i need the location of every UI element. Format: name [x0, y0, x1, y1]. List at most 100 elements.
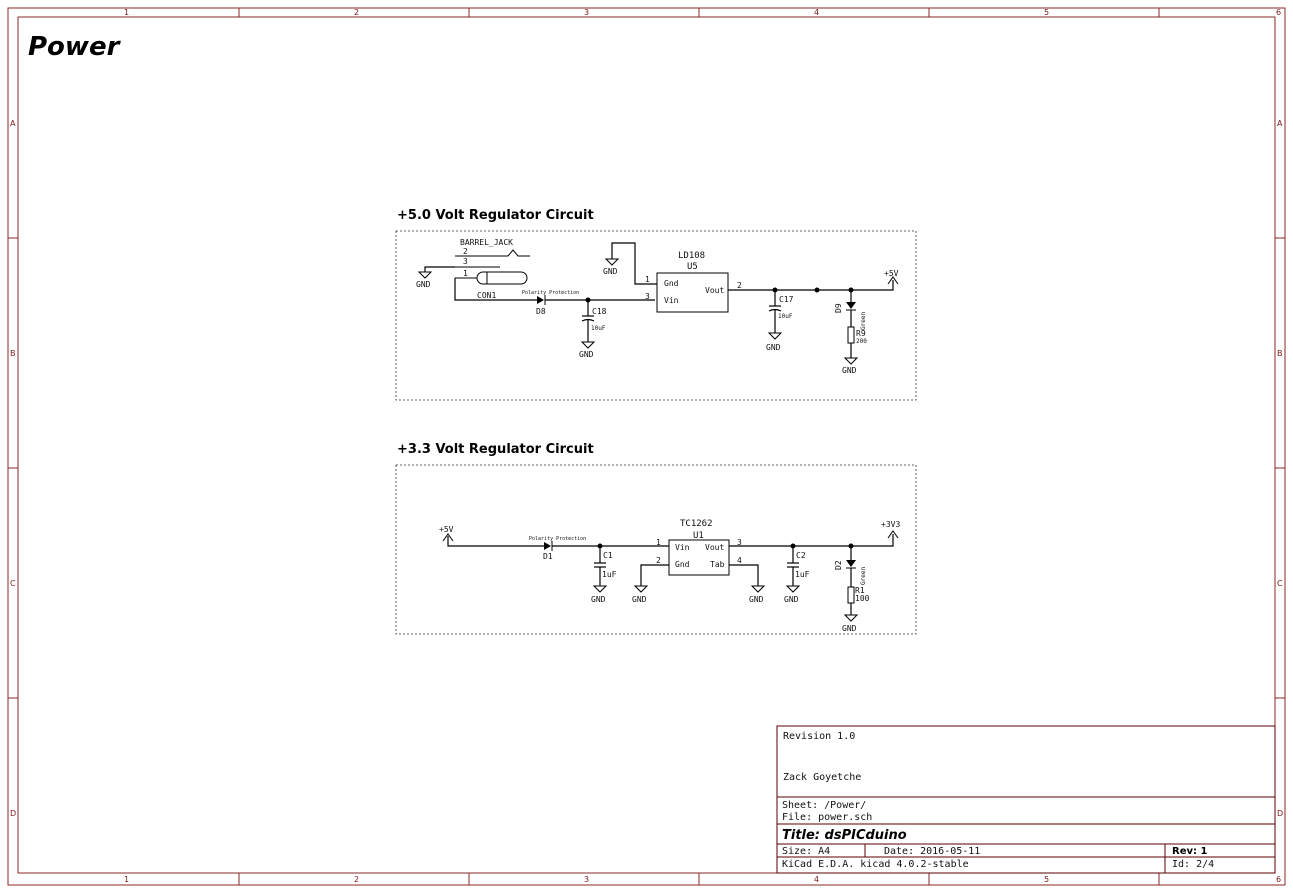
capacitor-c2: C2 1uF GND [784, 546, 810, 604]
gnd-label: GND [416, 280, 431, 289]
row-label-c: C [10, 579, 16, 588]
col-label-1: 1 [124, 8, 129, 17]
vout-wire-3v3 [729, 534, 894, 547]
u5-pin1: 1 [645, 275, 650, 284]
d2-value: Green [860, 567, 867, 585]
d2-ref: D2 [834, 560, 843, 570]
c2-value: 1uF [795, 570, 810, 579]
col-label-5: 5 [1044, 8, 1049, 17]
row-label-c-right: C [1277, 579, 1283, 588]
schematic-title: Title: dsPICduino [782, 828, 907, 843]
power-flag-icon [442, 533, 454, 542]
col-label-3: 3 [584, 8, 589, 17]
c2-ref: C2 [796, 551, 806, 560]
d1-note: Polarity Protection [529, 536, 586, 542]
d1-ref: D1 [543, 552, 553, 561]
row-label-d: D [10, 809, 16, 818]
u1-tab-pin: Tab [710, 560, 725, 569]
r9-ref: R9 [856, 329, 866, 338]
sheet-date: Date: 2016-05-11 [884, 846, 980, 857]
page-size: Size: A4 [782, 846, 830, 857]
c17-gnd-label: GND [766, 343, 781, 352]
d8-ref: D8 [536, 307, 546, 316]
col-label-2-bottom: 2 [354, 875, 359, 884]
diode-d1: Polarity Protection D1 [529, 536, 586, 561]
c17-ref: C17 [779, 295, 794, 304]
power-flag-icon [887, 530, 899, 539]
c1-gnd-label: GND [591, 595, 606, 604]
c2-gnd-label: GND [784, 595, 799, 604]
power-flag-icon [887, 276, 899, 285]
jack-to-diode-wire [454, 278, 537, 301]
col-label-3-bottom: 3 [584, 875, 589, 884]
circuit-3v3-title: +3.3 Volt Regulator Circuit [397, 442, 594, 457]
sheet-path: Sheet: /Power/ [782, 800, 866, 811]
gnd-symbol-icon [417, 271, 433, 279]
c18-value: 10uF [591, 325, 606, 332]
grid-ticks [8, 8, 1285, 885]
gnd-symbol-icon [633, 585, 649, 593]
col-label-5-bottom: 5 [1044, 875, 1049, 884]
outer-frame [7, 7, 1286, 886]
led-d2: D2 Green [834, 546, 867, 585]
col-label-2: 2 [354, 8, 359, 17]
col-label-4: 4 [814, 8, 819, 17]
col-label-4-bottom: 4 [814, 875, 819, 884]
barrel-jack-symbol: BARREL_JACK 2 3 1 CON1 [455, 238, 530, 300]
title-block: Revision 1.0 Zack Goyetche Sheet: /Power… [776, 725, 1276, 874]
c18-ref: C18 [592, 307, 607, 316]
regulator-u1: TC1262 U1 Vin Vout Gnd Tab 1 2 3 4 [656, 519, 742, 576]
barrel-jack-ref: CON1 [477, 291, 496, 300]
u1-vout-pin: Vout [705, 543, 724, 552]
u1-vin-pin: Vin [675, 543, 690, 552]
u5-value: LD108 [678, 251, 705, 261]
row-label-b: B [10, 349, 16, 358]
file-name: File: power.sch [782, 812, 872, 823]
u1-gnd-pin: Gnd [675, 560, 690, 569]
inner-frame [17, 16, 1276, 874]
diode-d8: Polarity Protection D8 [522, 290, 579, 316]
circuit-5v-title: +5.0 Volt Regulator Circuit [397, 208, 594, 223]
capacitor-c18: C18 10uF GND [579, 300, 607, 359]
u5-pin3: 3 [645, 292, 650, 301]
regulator-u5: LD108 U5 Gnd Vin Vout 1 3 2 [645, 251, 742, 313]
tab-gnd-label: GND [749, 595, 764, 604]
resistor-r1: R1 100 GND [842, 568, 870, 633]
u1-gnd-label: GND [632, 595, 647, 604]
c1-ref: C1 [603, 551, 613, 560]
jack-pin-3: 3 [463, 257, 468, 266]
rail-5v-label: +5V [884, 269, 899, 278]
gnd-symbol-icon [604, 258, 620, 266]
u5-pin2: 2 [737, 281, 742, 290]
u1-pin3: 3 [737, 538, 742, 547]
u1-pin2: 2 [656, 556, 661, 565]
d9-ref: D9 [834, 303, 843, 313]
resistor-r9: R9 200 GND [842, 310, 867, 375]
revision-number: Rev: 1 [1172, 846, 1207, 857]
row-label-a-right: A [1277, 119, 1283, 128]
jack-gnd-wire [424, 266, 455, 272]
c18-gnd-label: GND [579, 350, 594, 359]
jack-pin-1: 1 [463, 269, 468, 278]
capacitor-c1: C1 1uF GND [591, 546, 617, 604]
u1-value: TC1262 [680, 519, 713, 529]
gnd-symbol-icon [750, 585, 766, 593]
u5-gnd-pin: Gnd [664, 279, 679, 288]
circuit-5v-box [395, 230, 917, 401]
input-wire-3v3 [447, 536, 544, 547]
r9-gnd-label: GND [842, 366, 857, 375]
c1-value: 1uF [602, 570, 617, 579]
col-label-6-bottom: 6 [1276, 875, 1281, 884]
tool-version: KiCad E.D.A. kicad 4.0.2-stable [782, 859, 969, 870]
u1-ref: U1 [693, 531, 704, 541]
circuit-3v3-box [395, 464, 917, 635]
capacitor-c17: C17 10uF GND [766, 290, 794, 352]
row-label-b-right: B [1277, 349, 1283, 358]
c17-value: 10uF [778, 313, 793, 320]
u5-gnd-wire [611, 242, 657, 285]
u1-tab-wire [729, 564, 759, 586]
revision-note: Revision 1.0 [783, 731, 855, 742]
u5-gnd-label: GND [603, 267, 618, 276]
jack-pin-2: 2 [463, 247, 468, 256]
